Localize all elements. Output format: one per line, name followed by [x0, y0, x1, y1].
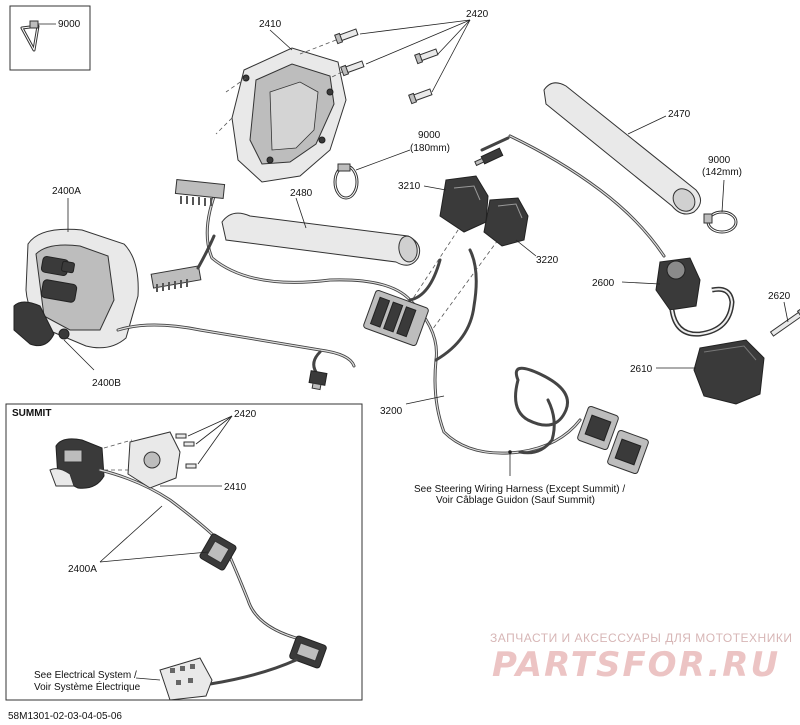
- connector-cover-3220: [483, 197, 529, 247]
- callout-3220: 3220: [536, 255, 559, 266]
- cable-tie-inset: [9, 5, 91, 71]
- callout-2470: 2470: [668, 109, 691, 120]
- note-electrical-line1: See Electrical System /: [34, 670, 137, 681]
- connector-cover-3210: [439, 175, 489, 233]
- callout-2410: 2410: [259, 19, 282, 30]
- watermark-tagline: ЗАПЧАСТИ И АКСЕССУАРЫ ДЛЯ МОТОТЕХНИКИ: [490, 631, 792, 645]
- summit-callout-2420: 2420: [234, 409, 257, 420]
- callout-2620: 2620: [768, 291, 791, 302]
- summit-callout-2410: 2410: [224, 482, 247, 493]
- callout-9000-142: 9000: [708, 155, 731, 166]
- callout-2600: 2600: [592, 278, 615, 289]
- callout-3210: 3210: [398, 181, 421, 192]
- pin-connectors: [150, 178, 226, 292]
- callout-9000-142-length: (142mm): [702, 167, 742, 178]
- clamp-9000-180: [333, 163, 359, 200]
- housing-2410: [215, 47, 347, 183]
- summit-title: SUMMIT: [12, 408, 51, 419]
- note-steering-line1: See Steering Wiring Harness (Except Summ…: [414, 484, 625, 495]
- clamp-9000-142: [703, 210, 738, 234]
- summit-electrical-connector: [135, 657, 213, 701]
- note-steering-line2: Voir Câblage Guidon (Sauf Summit): [436, 495, 595, 506]
- screws-2420: [299, 19, 471, 105]
- switch-housing-2400: [13, 228, 356, 391]
- callout-9000-180: 9000: [418, 130, 441, 141]
- grip-sleeve-2470: [543, 82, 701, 215]
- watermark-brand: PARTSFOR.RU: [492, 645, 780, 685]
- sleeve-2480: [221, 212, 421, 266]
- summit-callout-2400A: 2400A: [68, 564, 97, 575]
- callout-2400A: 2400A: [52, 186, 81, 197]
- cover-2610: [693, 339, 765, 405]
- watermark: ЗАПЧАСТИ И АКСЕССУАРЫ ДЛЯ МОТОТЕХНИКИ PA…: [490, 631, 792, 685]
- callout-9000-180-length: (180mm): [410, 143, 450, 154]
- pin-2620: [769, 307, 800, 337]
- callout-3200: 3200: [380, 406, 403, 417]
- callout-9000-inset: 9000: [58, 19, 81, 30]
- callout-2420: 2420: [466, 9, 489, 20]
- callout-2400B: 2400B: [92, 378, 121, 389]
- heater-connector-2600: [655, 257, 735, 337]
- summit-screws-2420: [175, 415, 233, 469]
- note-electrical-line2: Voir Système Électrique: [34, 680, 141, 693]
- callout-2610: 2610: [630, 364, 653, 375]
- harness-3200: [205, 134, 666, 475]
- summit-housing-2410: [103, 431, 181, 489]
- diagram-code: 58M1301-02-03-04-05-06: [8, 711, 122, 722]
- callout-2480: 2480: [290, 188, 313, 199]
